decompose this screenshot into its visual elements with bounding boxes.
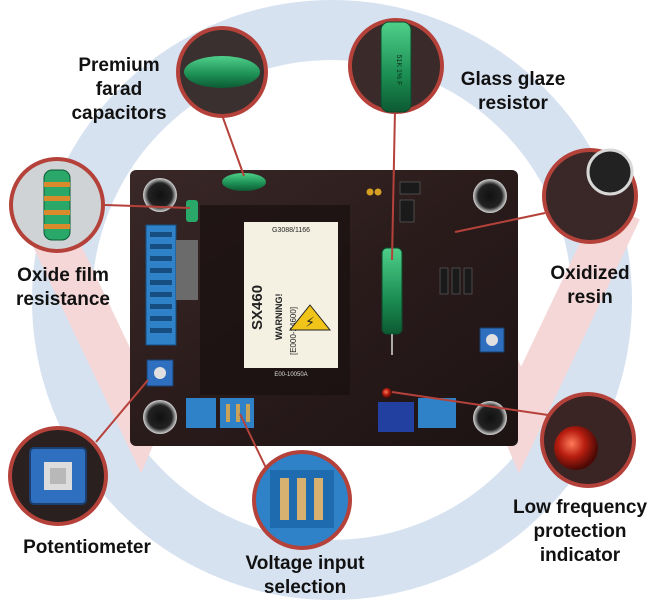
svg-text:[E000-24600]: [E000-24600] (289, 307, 298, 355)
zoom-circle-glass-resistor: 51K 1% F (348, 18, 444, 114)
capacitor-icon (184, 56, 260, 88)
callout-voltage-input-selection: Voltage input selection (245, 553, 365, 598)
svg-text:WARNING!: WARNING! (274, 294, 284, 341)
led-icon (554, 426, 598, 470)
mounting-hole-icon (143, 400, 177, 434)
trim-potentiometer-icon (479, 327, 505, 353)
svg-text:E00-10050A: E00-10050A (274, 372, 307, 378)
glass-glaze-resistor-icon (380, 21, 412, 113)
zoom-circle-potentiometer (8, 426, 108, 526)
callout-oxide-film-resistance: Oxide film resistance (15, 265, 110, 310)
mounting-hole-icon (473, 179, 507, 213)
warning-triangle-icon (288, 304, 332, 331)
mounting-hole-icon (143, 178, 177, 212)
capacitor-icon (222, 173, 266, 191)
avr-circuit-board: G3088/1166 SX460 WARNING! [E000-24600] ⚡… (130, 170, 518, 446)
resistor-icon (186, 200, 198, 222)
resistor-icon (43, 169, 71, 241)
zoom-circle-voltage-selector (252, 450, 352, 550)
zoom-circle-led-indicator (540, 392, 636, 488)
zoom-circle-oxide-resistor (9, 157, 105, 253)
callout-leaders (95, 109, 549, 473)
mounting-hole-icon (473, 401, 507, 435)
voltage-selector-connector-icon (186, 398, 216, 428)
callout-potentiometer: Potentiometer (23, 537, 151, 558)
svg-text:G3088/1166: G3088/1166 (272, 227, 310, 234)
callout-low-frequency-indicator: Low frequency protection indicator (512, 497, 648, 566)
svg-text:⚡: ⚡ (305, 315, 315, 331)
led-icon (382, 388, 392, 398)
terminal-block-icon (145, 224, 198, 346)
svg-text:51K 1% F: 51K 1% F (395, 55, 402, 86)
glass-glaze-resistor-icon (381, 247, 403, 335)
callout-oxidized-resin: Oxidized resin (550, 263, 630, 308)
warning-label: G3088/1166 SX460 WARNING! [E000-24600] ⚡… (244, 222, 338, 378)
callout-glass-glaze-resistor: Glass glaze resistor (460, 69, 566, 114)
zoom-circle-oxidized-resin (542, 148, 638, 244)
svg-text:SX460: SX460 (249, 285, 266, 330)
callout-premium-capacitors: Premium farad capacitors (71, 55, 167, 124)
zoom-circle-capacitor (176, 26, 268, 118)
